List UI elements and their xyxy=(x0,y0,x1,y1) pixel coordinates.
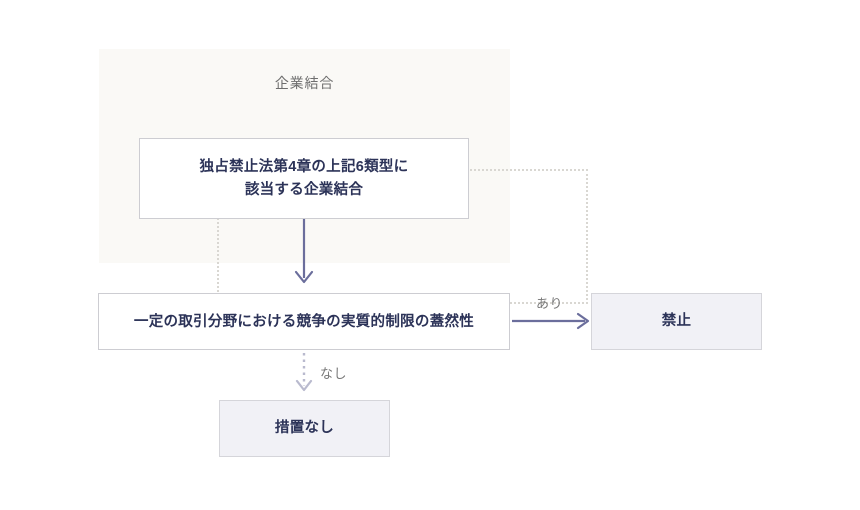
node-no-action[interactable]: 措置なし xyxy=(219,400,390,457)
node-decision-label: 一定の取引分野における競争の実質的制限の蓋然性 xyxy=(133,313,475,330)
node-no-action-label: 措置なし xyxy=(274,420,335,436)
node-decision-substantial-restraint[interactable]: 一定の取引分野における競争の実質的制限の蓋然性 xyxy=(98,293,510,350)
edge-label-ari: あり xyxy=(536,296,564,311)
edge-decision-to-prohibited-arrow xyxy=(512,312,590,330)
node-merger-type-label: 独占禁止法第4章の上記6類型に 該当する企業結合 xyxy=(199,158,409,198)
node-prohibited-label: 禁止 xyxy=(661,313,692,329)
edge-label-nashi: なし xyxy=(320,366,348,381)
edge-decision-to-no-action-arrow xyxy=(295,353,313,392)
group-panel-title: 企業結合 xyxy=(274,75,335,91)
node-prohibited[interactable]: 禁止 xyxy=(591,293,762,350)
node-merger-type[interactable]: 独占禁止法第4章の上記6類型に 該当する企業結合 xyxy=(139,138,469,219)
